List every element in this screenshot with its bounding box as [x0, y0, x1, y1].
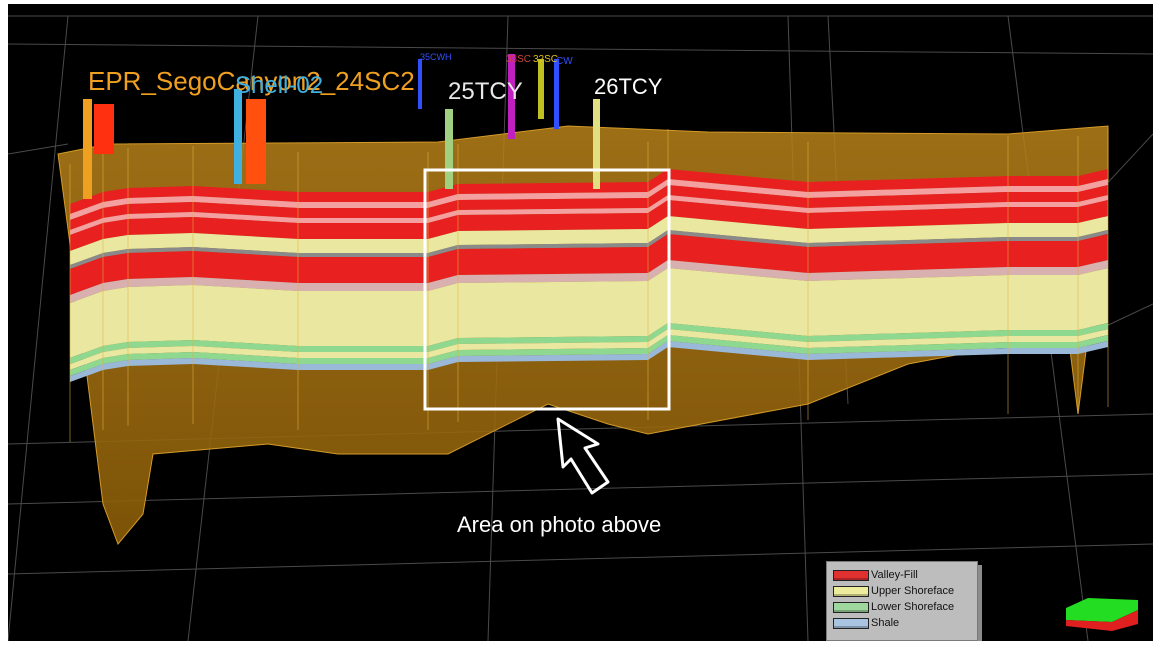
legend-swatch-lower-shoreface [833, 601, 869, 613]
well-logs [83, 54, 600, 199]
well-label-33sc: 33SC [506, 54, 532, 65]
legend-item: Upper Shoreface [833, 584, 954, 598]
well-label-25tcy: 25TCY [448, 78, 523, 105]
legend-swatch-valley-fill [833, 569, 869, 581]
orientation-gizmo[interactable] [1066, 598, 1138, 631]
strata-band [70, 268, 1108, 358]
legend-swatch-shale [833, 617, 869, 629]
well-label-32sc: 32SC [533, 54, 559, 65]
well-label-cw: CW [556, 56, 573, 67]
legend-item: Lower Shoreface [833, 600, 954, 614]
well-stick-26tcy [593, 99, 600, 189]
well-stick-shell [234, 89, 242, 184]
legend-label: Upper Shoreface [871, 585, 955, 597]
strata-band [70, 260, 1108, 303]
legend-swatch-upper-shoreface [833, 585, 869, 597]
well-log-shell [246, 99, 266, 184]
well-label-epr: EPR_SegoCanyon2_24SC2 [88, 66, 415, 96]
legend-item: Shale [833, 616, 899, 630]
strata-band [70, 169, 1108, 214]
strata-layers [70, 169, 1108, 382]
3d-viewport[interactable]: EPR_SegoCanyon2_24SC2 Shell-02 25TCY 26T… [8, 4, 1153, 641]
strata-band [70, 200, 1108, 251]
well-stick-epr [83, 99, 92, 199]
well-label-35cwh: 35CWH [420, 52, 452, 62]
highlight-box [423, 168, 671, 411]
model-scene [8, 15, 1153, 641]
well-stick-25tcy [445, 109, 453, 189]
annotation-caption: Area on photo above [457, 512, 662, 537]
annotation-arrow [556, 417, 610, 495]
well-stick-32sc [538, 59, 544, 119]
well-label-26tcy: 26TCY [594, 74, 663, 99]
strata-band [70, 216, 1108, 265]
well-stick-35cwh [418, 59, 422, 109]
strata-band [70, 185, 1108, 230]
legend: Valley-Fill Upper Shoreface Lower Shoref… [826, 561, 978, 641]
well-stick-cw [554, 59, 559, 129]
legend-label: Shale [871, 617, 900, 629]
legend-label: Valley-Fill [871, 569, 918, 581]
legend-label: Lower Shoreface [871, 601, 955, 613]
strata-band [70, 234, 1108, 295]
legend-item: Valley-Fill [833, 568, 918, 582]
well-label-shell: Shell-02 [235, 72, 324, 99]
well-log-epr [94, 104, 114, 154]
well-stick-33sc [508, 54, 515, 139]
